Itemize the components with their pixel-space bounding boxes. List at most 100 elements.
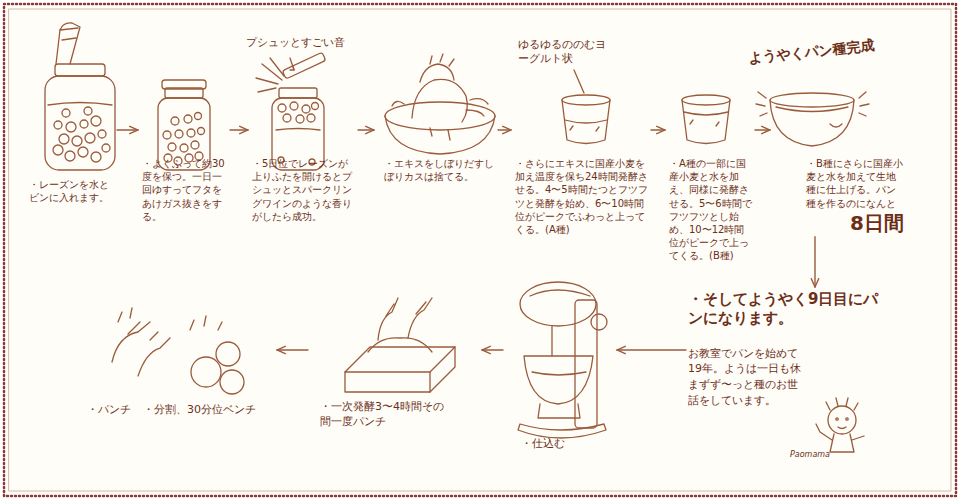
fizzing-jar: [256, 52, 326, 170]
step-caption: ・パンチ: [87, 403, 131, 418]
closed-jar: [191, 141, 199, 149]
cup-a: [562, 95, 610, 144]
squeezing-bowl: [385, 116, 495, 154]
dough-balls: [118, 308, 158, 340]
fizzing-jar: [256, 58, 284, 92]
squeezing-bowl: [392, 101, 404, 106]
closed-jar: [171, 117, 179, 125]
dough-box: [408, 298, 432, 338]
fizzing-jar: [276, 129, 320, 131]
dough-balls: [191, 357, 221, 387]
closed-jar: [198, 128, 205, 135]
dough-box: [345, 372, 430, 392]
starter-bowl: [830, 124, 842, 127]
squeezing-bowl: [385, 102, 495, 130]
open-jar: [98, 130, 106, 138]
starter-bowl: [776, 107, 848, 112]
open-jar: [56, 23, 80, 64]
fizzing-jar: [283, 114, 291, 122]
closed-jar: [175, 130, 183, 138]
baker-figure: [816, 424, 864, 440]
open-jar: [48, 103, 112, 106]
baker-figure: [816, 398, 864, 452]
flow-arrow: [617, 349, 686, 350]
open-jar: [102, 144, 110, 152]
step-group: ・よくふって約30度を保つ。一日一回ゆすってフタをあけガス抜きをする。: [140, 45, 228, 223]
fizzing-jar: [290, 66, 294, 70]
baker-figure: [846, 418, 848, 420]
open-jar: [72, 136, 82, 146]
squeezing-bowl: [420, 64, 454, 82]
dough-box: [345, 298, 455, 392]
closed-jar: [162, 80, 206, 89]
flow-arrow: [277, 349, 308, 350]
dough-box: [430, 347, 455, 392]
flow-arrow: [498, 129, 511, 130]
baker-figure: [828, 406, 856, 434]
fizzing-jar: [296, 115, 304, 123]
open-jar: [62, 109, 70, 117]
flow-arrow: [230, 129, 248, 130]
fizzing-jar: [312, 103, 319, 110]
open-jar: [65, 151, 75, 161]
closed-jar: [187, 129, 195, 137]
squeezing-bowl: [430, 128, 450, 140]
step-caption: ・そしてようやく9日目にパンになります。: [688, 290, 888, 328]
mixer: [538, 404, 580, 418]
flow-arrow: [814, 237, 815, 287]
flow-arrow: [651, 129, 665, 130]
open-jar: [59, 134, 69, 144]
open-jar: [91, 152, 101, 162]
open-jar: [60, 28, 78, 40]
flow-arrow: [482, 349, 503, 350]
step-group: ・B種にさらに国産小麦と水を加えて生地種に仕上げる。パン種を作るのになんと8日間: [772, 45, 904, 234]
squeezing-bowl: [412, 79, 467, 122]
open-jar: [85, 133, 95, 143]
starter-bowl: [859, 92, 869, 116]
step-caption: 8日間: [806, 212, 904, 234]
fizzing-jar: [290, 58, 294, 70]
step-caption: ・5日位でレーズンが上りふたを開けるとプシュッとスパークリングワインのような香り…: [252, 157, 356, 223]
step-group: ・A種の一部に国産小麦と水を加え、同様に発酵させる。5〜6時間でフツフツとし始め…: [667, 45, 753, 263]
open-jar: [91, 116, 101, 126]
cup-a: [570, 126, 599, 131]
step-caption: ・A種の一部に国産小麦と水を加え、同様に発酵させる。5〜6時間でフツフツとし始め…: [669, 157, 753, 263]
frame: [4, 4, 956, 496]
step-group: ・5日位でレーズンが上りふたを開けるとプシュッとスパークリングワインのような香り…: [250, 45, 356, 223]
open-jar: [54, 121, 62, 129]
flow-arrow: [117, 129, 138, 130]
step-caption: ・一次発酵3〜4時間その間一度パンチ: [320, 400, 448, 429]
closed-jar: [158, 80, 210, 170]
mixer: [524, 356, 593, 404]
step-caption: ・さらにエキスに国産小麦を加え温度を保ち24時間発酵させる。4〜5時間たつとフツ…: [515, 157, 649, 236]
fizzing-jar: [307, 114, 315, 122]
step-caption: ・レーズンを水とビンに入れます。: [29, 178, 115, 204]
step-caption: お教室でパンを始めて19年。ようは一日も休まずず〜っと種のお世話をしています。: [688, 346, 806, 410]
cup-b: [690, 120, 719, 126]
step-group: ・さらにエキスに国産小麦を加え温度を保ち24時間発酵させる。4〜5時間たつとフツ…: [513, 45, 649, 236]
starter-bowl: [756, 92, 767, 116]
mixer: [520, 282, 596, 326]
cup-a: [562, 100, 610, 144]
cup-a: [562, 95, 610, 105]
mixer: [530, 290, 590, 296]
fizzing-jar: [290, 102, 298, 110]
fizzing-jar: [278, 104, 286, 112]
dough-balls: [216, 342, 240, 366]
squeezing-bowl: [466, 99, 488, 116]
step-group: ・仕込む: [505, 285, 615, 452]
fizzing-jar: [279, 88, 317, 98]
open-jar: [78, 147, 88, 157]
squeezing-bowl: [430, 54, 454, 66]
closed-jar: [168, 143, 176, 151]
step-caption: ・エキスをしぼりだすしぼりカスは捨てる。: [384, 157, 496, 183]
dough-balls: [112, 322, 150, 362]
mixer: [591, 314, 607, 330]
baker-figure: [826, 398, 858, 410]
dough-balls: [220, 370, 244, 394]
open-jar: [53, 145, 63, 155]
starter-bowl: [770, 100, 854, 146]
